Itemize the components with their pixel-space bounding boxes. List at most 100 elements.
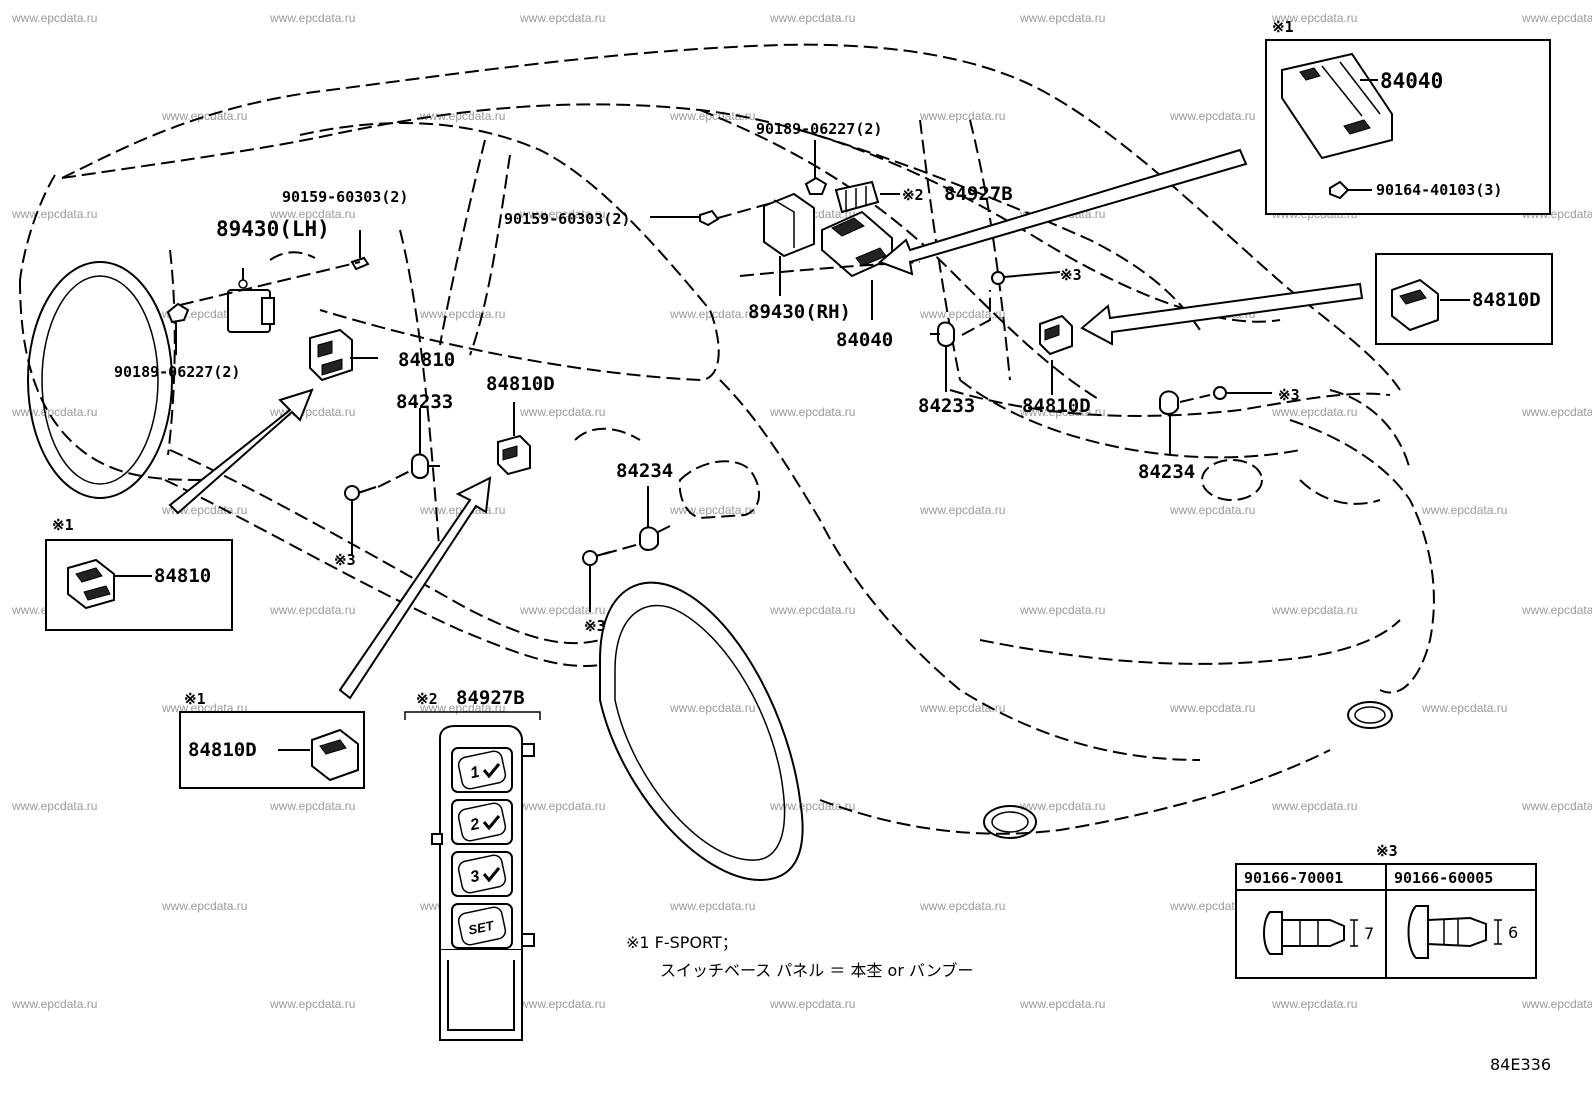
bolt-mark3-upper-right — [991, 271, 1061, 285]
label-84040-car: 84040 — [836, 329, 893, 351]
memory-button-label: 3 — [469, 868, 481, 886]
watermark-text: www.epcdata.ru — [1521, 603, 1592, 617]
arrow-top-right-inset — [878, 148, 1248, 276]
bolt-table-col1-part: 90166-70001 — [1244, 869, 1343, 887]
inset-84810d-right-label: 84810D — [1472, 289, 1541, 311]
bolt-mark3-center — [582, 550, 611, 612]
watermark-text: www.epcdata.ru — [1421, 701, 1507, 715]
watermark-text: www.epcdata.ru — [419, 307, 505, 321]
label-90189-left: 90189-06227(2) — [114, 363, 240, 381]
watermark-text: www.epcdata.ru — [1169, 109, 1255, 123]
watermark-text: www.epcdata.ru — [769, 997, 855, 1011]
screw-90159-center — [650, 209, 720, 227]
label-mark3-upper-right: ※3 — [1060, 266, 1082, 284]
watermark-text: www.epcdata.ru — [919, 307, 1005, 321]
inset-84810d-left-label: 84810D — [188, 739, 257, 761]
bolt-90166-70001-drawing: 7 — [1263, 911, 1374, 955]
watermark-text: www.epcdata.ru — [1521, 405, 1592, 419]
watermark-text: www.epcdata.ru — [519, 997, 605, 1011]
watermark-text: www.epcdata.ru — [1271, 799, 1357, 813]
watermark-text: www.epcdata.ru — [919, 109, 1005, 123]
diagram-code: 84E336 — [1490, 1055, 1551, 1074]
arrow-center-inset — [338, 476, 492, 700]
watermark-layer: www.epcdata.ru www.epcdata.ru www.epcdata.… — [11, 11, 1592, 1011]
callout-labels: 90159-60303(2) 89430(LH) 90189-06227(2) … — [114, 120, 1300, 635]
watermark-text: www.epcdata.ru — [1521, 997, 1592, 1011]
inset-84927b-label: 84927B — [456, 687, 525, 709]
watermark-text: www.epcdata.ru — [519, 405, 605, 419]
bolt-mark3-right — [1213, 386, 1272, 400]
watermark-text: www.epcdata.ru — [769, 11, 855, 25]
watermark-text: www.epcdata.ru — [269, 997, 355, 1011]
bracket-84234-right — [1159, 390, 1211, 456]
watermark-text: www.epcdata.ru — [269, 799, 355, 813]
watermark-text: www.epcdata.ru — [1169, 899, 1255, 913]
watermark-text: www.epcdata.ru — [1521, 799, 1592, 813]
watermark-text: www.epcdata.ru — [919, 899, 1005, 913]
watermark-text: www.epcdata.ru — [669, 701, 755, 715]
label-mark3-right: ※3 — [1278, 386, 1300, 404]
bolt-90166-60005-dim: 6 — [1508, 923, 1518, 942]
bracket-84234-center — [599, 486, 671, 556]
label-84810d-right: 84810D — [1022, 395, 1091, 417]
watermark-text: www.epcdata.ru — [161, 899, 247, 913]
label-84234-center: 84234 — [616, 460, 673, 482]
exhaust-tips — [983, 701, 1393, 839]
watermark-text: www.epcdata.ru — [1271, 997, 1357, 1011]
watermark-text: www.epcdata.ru — [1019, 11, 1105, 25]
watermark-text: www.epcdata.ru — [11, 997, 97, 1011]
power-seat-switch-84040-car — [821, 210, 893, 320]
watermark-text: www.epcdata.ru — [11, 11, 97, 25]
watermark-text: www.epcdata.ru — [1271, 405, 1357, 419]
label-90189-top: 90189-06227(2) — [756, 120, 882, 138]
inset-84040-mark: ※1 — [1272, 18, 1294, 36]
bolt-90166-70001-dim: 7 — [1364, 924, 1374, 943]
screw-90159-left — [350, 230, 370, 271]
label-84810d-center: 84810D — [486, 373, 555, 395]
footnote: ※1 F-SPORT； スイッチベース パネル ＝ 本杢 or バンブー — [626, 933, 973, 980]
seat-memory-switch-84927b-car — [834, 180, 900, 214]
bracket-84233-right — [930, 290, 991, 392]
watermark-text: www.epcdata.ru — [1169, 701, 1255, 715]
inset-84810d-left: ※1 84810D — [179, 690, 365, 789]
arrow-left-inset — [168, 388, 314, 515]
seat-memory-module-lh — [227, 268, 275, 333]
watermark-text: www.epcdata.ru — [11, 799, 97, 813]
footnote-line2: スイッチベース パネル ＝ 本杢 or バンブー — [660, 961, 973, 980]
memory-button-face — [457, 802, 507, 842]
watermark-text: www.epcdata.ru — [519, 11, 605, 25]
memory-button-face — [457, 854, 507, 894]
watermark-text: www.epcdata.ru — [1169, 503, 1255, 517]
seat-memory-module-rh — [763, 192, 815, 296]
watermark-text: www.epcdata.ru — [161, 109, 247, 123]
inset-84040-label: 84040 — [1380, 69, 1443, 93]
memory-check-icon — [482, 867, 501, 883]
watermark-text: www.epcdata.ru — [1019, 997, 1105, 1011]
bolt-table-mark: ※3 — [1376, 842, 1398, 860]
label-84234-right: 84234 — [1138, 461, 1195, 483]
bolt-table: ※3 90166-70001 90166-60005 7 6 — [1235, 842, 1537, 979]
watermark-text: www.epcdata.ru — [519, 799, 605, 813]
watermark-text: www.epcdata.ru — [519, 603, 605, 617]
rear-left-wheel — [27, 261, 173, 499]
label-89430-lh: 89430(LH) — [216, 217, 330, 241]
label-89430-rh: 89430(RH) — [748, 301, 851, 323]
inset-84927b-mark: ※2 — [416, 690, 438, 708]
memory-check-icon — [482, 815, 501, 831]
rear-right-wheel — [599, 581, 804, 882]
seat-switch-84810d-car-right — [1039, 314, 1073, 395]
watermark-text: www.epcdata.ru — [669, 899, 755, 913]
bolt-table-col2-part: 90166-60005 — [1394, 869, 1493, 887]
inset-84810-label: 84810 — [154, 565, 211, 587]
label-84233-left: 84233 — [396, 391, 453, 413]
bolt-90189-top — [804, 140, 828, 195]
inset-84040: ※1 84040 90164-40103(3) — [1265, 18, 1551, 215]
memory-button-face — [457, 750, 507, 790]
inset-84810d-right: ※1 84810D — [1375, 253, 1553, 345]
watermark-text: www.epcdata.ru — [1019, 405, 1105, 419]
footnote-line1: ※1 F-SPORT； — [626, 933, 738, 952]
label-mark2-car: ※2 — [902, 186, 924, 204]
watermark-text: www.epcdata.ru — [919, 503, 1005, 517]
watermark-text: www.epcdata.ru — [1019, 799, 1105, 813]
seat-switch-84810-car — [309, 328, 378, 382]
